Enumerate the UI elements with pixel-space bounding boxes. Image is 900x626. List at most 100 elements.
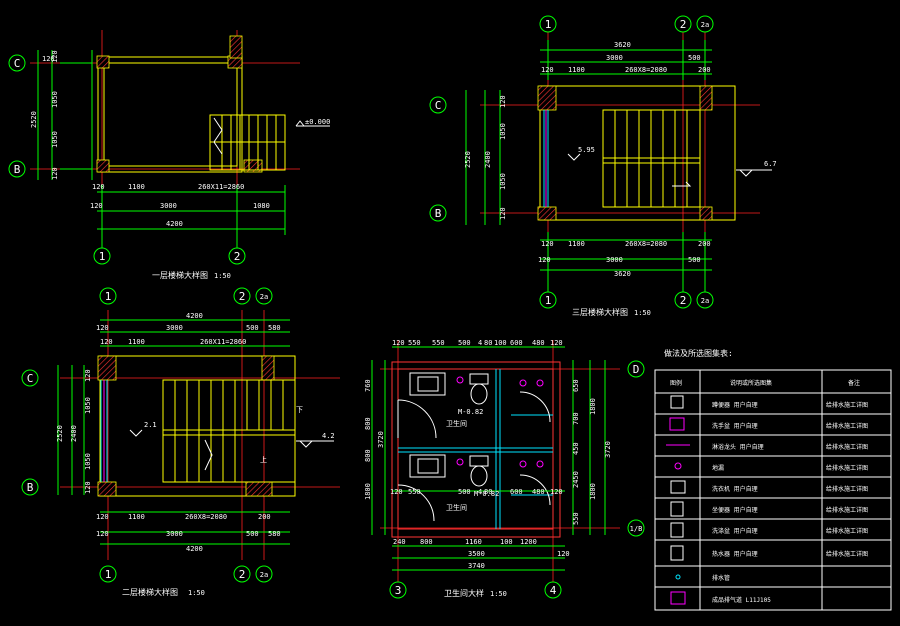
stair-treads [602,109,701,208]
dim-mid: 80 [484,488,492,496]
dim-bot: 120 [90,202,103,210]
plan-second-floor: 1 2 2a 1 2 2a C B 4200 120 3000 500 580 … [21,287,340,597]
toilet-icon [670,501,684,517]
dim-bot: 260X8=2080 [185,513,227,521]
axis-1: 1 [545,18,552,31]
dim-left: 1050 [51,91,59,108]
dim-bot: 1160 [465,538,482,546]
legend-note: 给排水施工详图 [826,550,868,558]
squat-toilet-icon [670,395,684,409]
dim-mid: 120 [390,488,403,496]
dim-top: 120 [550,339,563,347]
elevation: ±0.000 [305,118,330,126]
room-label: 卫生间 [446,503,467,512]
dim-left-total: 2520 [56,425,64,442]
drain-pipe-icon [675,574,681,580]
dim-bot: 120 [96,513,109,521]
dim-top: 500 [688,54,701,62]
axis-2: 2 [239,568,246,581]
dim-bot: 3000 [606,256,623,264]
dim-bot: 3000 [160,202,177,210]
legend-note: 给排水施工详图 [826,527,868,535]
legend-desc: 地漏 [712,464,724,472]
dim-mid: 120 [550,488,563,496]
dim-bot: 1100 [128,513,145,521]
dim-bot: 3000 [166,530,183,538]
dim-left: 120 [51,50,59,63]
dim-bot: 1100 [568,240,585,248]
elevation: 6.7 [764,160,777,168]
dim-top: 260X8=2080 [625,66,667,74]
dim-top: 260X11=2860 [200,338,246,346]
legend-col-header: 图例 [670,379,682,387]
dim-left-mid: 2400 [484,151,492,168]
dim-left: 1050 [84,397,92,414]
elevation: 2.1 [144,421,157,429]
dim-bot-total: 4200 [186,545,203,553]
legend-note: 给排水施工详图 [826,443,868,451]
dim-bot: 200 [698,240,711,248]
axis-B: B [27,481,34,494]
legend-note: 给排水施工详图 [826,422,868,430]
dim-left: 800 [364,417,372,430]
dim-bot: 260X8=2080 [625,240,667,248]
dim-left: 760 [364,379,372,392]
exhaust-flue-icon [670,591,686,605]
axis-C: C [435,99,442,112]
axis-1: 1 [105,290,112,303]
plan-ground-floor: C B 1 2 120 1050 1050 120 2520 120 1100 … [8,30,330,280]
plan-scale: 1:50 [634,309,651,317]
axis-C: C [27,372,34,385]
plan-title: 二层楼梯大样图 [122,587,178,597]
dim-bot: 260X11=2860 [198,183,244,191]
axis-1: 1 [105,568,112,581]
dim-bot-120: 120 [557,550,570,558]
axis-2a: 2a [701,297,709,305]
dim-bot-total: 3740 [468,562,485,570]
plan-scale: 1:50 [490,590,507,598]
dim-left: 1050 [499,123,507,140]
dim-left-total: 2520 [30,111,38,128]
dim-top: 500 [246,324,259,332]
dim-top: 80 [484,339,492,347]
dim-top: 1100 [568,66,585,74]
legend-col-header: 备注 [848,379,860,387]
dim-top: 550 [432,339,445,347]
stair-treads [162,379,296,483]
axis-2a: 2a [701,21,709,29]
legend-desc: 排水管 [712,574,730,582]
legend-note: 给排水施工详图 [826,485,868,493]
plan-title: 一层楼梯大样图 [152,270,208,280]
dim-mid: 600 [510,488,523,496]
stair-treads [209,114,286,171]
dim-bot: 800 [420,538,433,546]
legend-desc: 淋浴龙头 用户自理 [712,443,764,451]
dim-top: 4 [478,339,482,347]
dim-bot: 1200 [520,538,537,546]
dim-top: 600 [510,339,523,347]
dim-mid: 550 [408,488,421,496]
dim-bot: 500 [688,256,701,264]
dim-top: 3000 [606,54,623,62]
axis-1: 1 [99,250,106,263]
dim-left: 1050 [499,173,507,190]
legend-note: 给排水施工详图 [826,464,868,472]
axis-1: 1 [545,294,552,307]
legend-desc: 坐便器 用户自理 [712,506,758,514]
dim-left: 120 [499,207,507,220]
dim-top: 120 [100,338,113,346]
legend-desc: 热水器 用户自理 [712,550,758,558]
dim-top: 3000 [166,324,183,332]
dim-top: 100 [494,339,507,347]
dim-mid: 4 [478,488,482,496]
sink-icon [670,522,684,538]
dim-top: 580 [268,324,281,332]
axis-1-B: 1/B [630,525,643,533]
dim-left: 1050 [84,453,92,470]
dim-left: 120 [51,167,59,180]
dim-bot: 580 [268,530,281,538]
dim-top: 120 [541,66,554,74]
dim-top: 120 [96,324,109,332]
axis-3: 3 [395,584,402,597]
elevation: 5.95 [578,146,595,154]
